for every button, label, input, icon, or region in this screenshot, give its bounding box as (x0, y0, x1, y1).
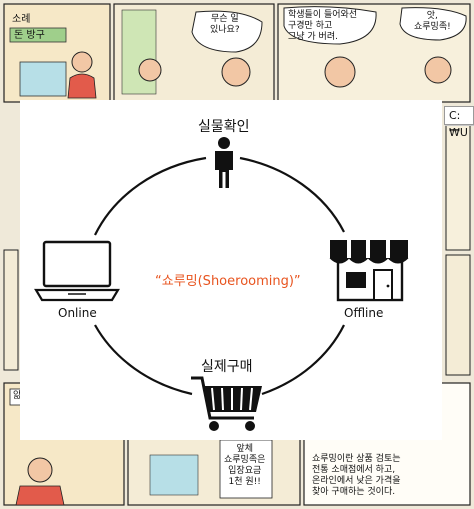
sign-text: 앎 (13, 391, 22, 401)
laptop-icon (34, 240, 120, 302)
speech-bubble: 앞체 쇼루밍족은 입장요금 1천 원!! (224, 444, 266, 487)
arc-top-right (239, 156, 345, 233)
bottom-label: 실제구매 (201, 359, 253, 375)
arc-bottom-left (94, 324, 193, 396)
speech-bubble: 무슨 일 있나요? (210, 14, 240, 35)
caption-box: 쇼루밍이란 상품 검토는 전통 소매점에서 하고, 온라인에서 낮은 가격을 찾… (312, 454, 401, 497)
top-label: 실물확인 (198, 119, 250, 135)
sign-text: 소례 (12, 14, 31, 25)
shopping-cart-icon (191, 376, 262, 431)
arc-bottom-right (261, 324, 345, 396)
speech-bubble: 학생들이 들어와선 구경만 하고 그냥 가 버려. (288, 10, 358, 42)
speech-bubble: 앗, 쇼루밍족! (414, 11, 451, 32)
store-icon (329, 240, 409, 302)
sign-text: 돈 방구 (14, 30, 45, 41)
left-label: Online (58, 306, 97, 320)
right-label: Offline (344, 306, 384, 320)
path-tooltip: C:₩U (444, 106, 474, 139)
diagram-title: “쇼루밍(Shoerooming)” (155, 274, 301, 289)
arc-top-left (94, 156, 207, 236)
person-icon (215, 137, 233, 188)
